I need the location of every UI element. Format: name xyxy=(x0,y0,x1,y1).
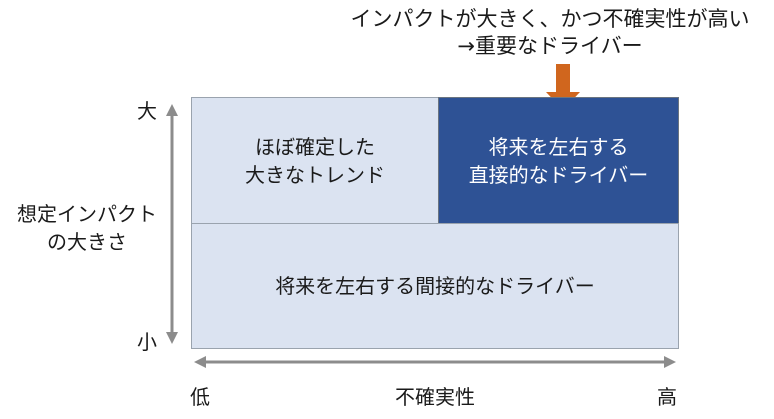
callout-text: インパクトが大きく、かつ不確実性が高い →重要なドライバー xyxy=(330,6,770,60)
y-axis-title-line-2: の大きさ xyxy=(47,230,127,254)
x-axis-title: 不確実性 xyxy=(395,385,475,409)
quadrant-bottom-line-1: 将来を左右する間接的なドライバー xyxy=(275,274,595,298)
y-axis-high-label: 大 xyxy=(137,99,157,123)
callout-line-2: →重要なドライバー xyxy=(457,34,643,58)
y-axis-title-line-1: 想定インパクト xyxy=(17,202,157,226)
quadrant-top-right-line-2: 直接的なドライバー xyxy=(468,162,649,187)
x-axis-high-label: 高 xyxy=(657,385,677,409)
x-axis-low-label: 低 xyxy=(190,385,210,409)
quadrant-top-left-line-1: ほぼ確定した xyxy=(255,134,375,159)
y-axis-low-label: 小 xyxy=(137,330,157,354)
quadrant-top-left: ほぼ確定した 大きなトレンド xyxy=(191,97,439,224)
quadrant-top-right: 将来を左右する 直接的なドライバー xyxy=(438,97,679,224)
callout-line-1: インパクトが大きく、かつ不確実性が高い xyxy=(350,7,750,31)
quadrant-bottom: 将来を左右する間接的なドライバー xyxy=(191,223,679,349)
quadrant-top-left-line-2: 大きなトレンド xyxy=(245,162,385,187)
y-axis-title: 想定インパクト の大きさ xyxy=(14,200,160,256)
quadrant-top-right-line-1: 将来を左右する xyxy=(488,134,629,159)
